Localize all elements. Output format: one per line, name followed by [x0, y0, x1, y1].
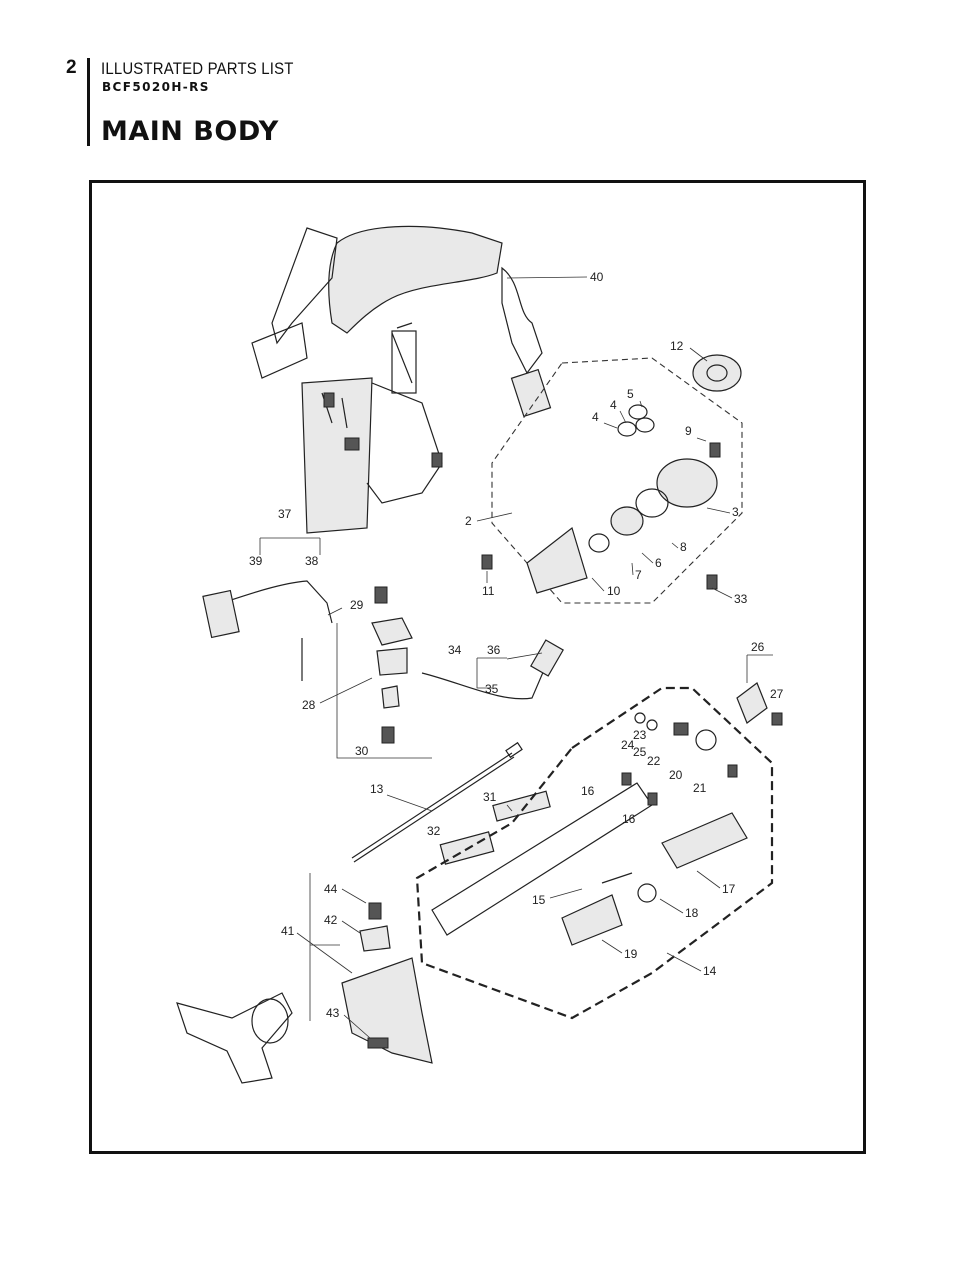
callout-7: 7 — [635, 568, 642, 582]
callout-42: 42 — [324, 913, 338, 927]
callout-19: 19 — [624, 947, 638, 961]
callout-22: 22 — [647, 754, 661, 768]
callout-8: 8 — [680, 540, 687, 554]
callout-39: 39 — [249, 554, 263, 568]
callout-10: 10 — [607, 584, 621, 598]
callout-14: 14 — [703, 964, 717, 978]
callout-20: 20 — [669, 768, 683, 782]
throttle-drawing — [202, 580, 564, 759]
callout-15: 15 — [532, 893, 546, 907]
callout-30: 30 — [355, 744, 369, 758]
leader-lines — [259, 276, 773, 1039]
gear-case-drawing — [481, 354, 742, 594]
callout-29: 29 — [350, 598, 364, 612]
header-rule — [87, 58, 90, 146]
guard-drawing — [176, 873, 433, 1084]
callout-44: 44 — [324, 882, 338, 896]
callout-6: 6 — [655, 556, 662, 570]
model-number: BCF5020H-RS — [102, 80, 210, 94]
callout-27: 27 — [770, 687, 784, 701]
callout-25: 25 — [633, 745, 647, 759]
callout-16a: 16 — [581, 784, 595, 798]
callout-31: 31 — [483, 790, 497, 804]
page-number: 2 — [66, 57, 77, 78]
callout-36: 36 — [487, 643, 501, 657]
callout-35: 35 — [485, 682, 499, 696]
callout-38: 38 — [305, 554, 319, 568]
callout-41: 41 — [281, 924, 295, 938]
callout-16b: 16 — [622, 812, 636, 826]
callout-labels: 40 12 5 4 4 9 2 3 8 6 7 10 11 33 37 39 3… — [249, 270, 784, 1020]
callout-2: 2 — [465, 514, 472, 528]
parts-diagram: 40 12 5 4 4 9 2 3 8 6 7 10 11 33 37 39 3… — [176, 225, 784, 1084]
callout-21: 21 — [693, 781, 707, 795]
callout-32: 32 — [427, 824, 441, 838]
section-label: ILLUSTRATED PARTS LIST — [101, 59, 294, 78]
callout-43: 43 — [326, 1006, 340, 1020]
page-title: MAIN BODY — [101, 116, 279, 147]
callout-4b: 4 — [592, 410, 599, 424]
callout-23: 23 — [633, 728, 647, 742]
diagram-frame: 40 12 5 4 4 9 2 3 8 6 7 10 11 33 37 39 3… — [89, 180, 866, 1154]
callout-26: 26 — [751, 640, 765, 654]
callout-37: 37 — [278, 507, 292, 521]
callout-17: 17 — [722, 882, 736, 896]
callout-24: 24 — [621, 738, 635, 752]
callout-28: 28 — [302, 698, 316, 712]
shaft-drawing — [351, 682, 783, 1020]
callout-40: 40 — [590, 270, 604, 284]
callout-18: 18 — [685, 906, 699, 920]
callout-34: 34 — [448, 643, 462, 657]
callout-5: 5 — [627, 387, 634, 401]
callout-11: 11 — [482, 584, 495, 598]
callout-3: 3 — [732, 505, 739, 519]
callout-12: 12 — [670, 339, 684, 353]
callout-13: 13 — [370, 782, 384, 796]
callout-9: 9 — [685, 424, 692, 438]
harness-drawing — [251, 225, 552, 534]
callout-33: 33 — [734, 592, 748, 606]
callout-4a: 4 — [610, 398, 617, 412]
